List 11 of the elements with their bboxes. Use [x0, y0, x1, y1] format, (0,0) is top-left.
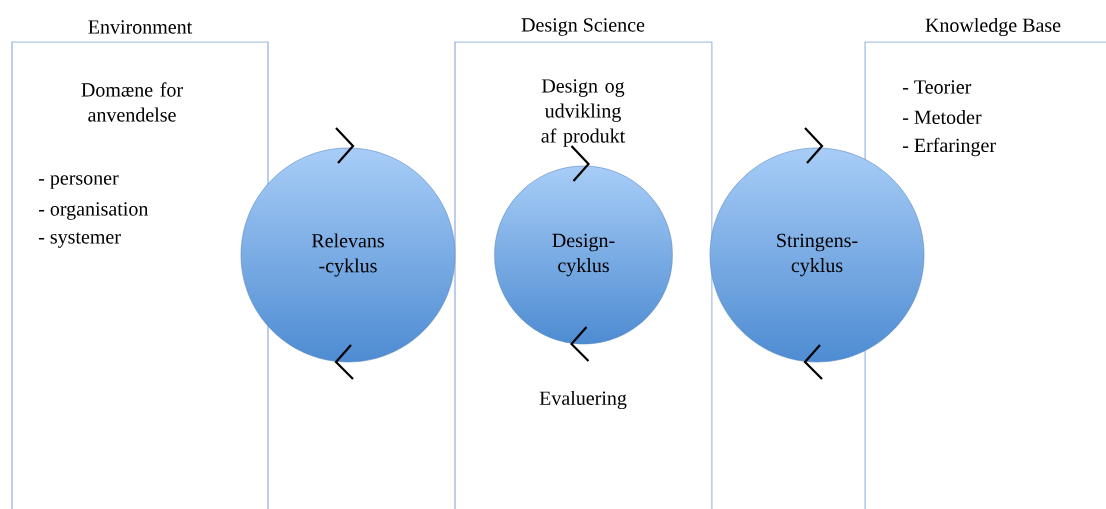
panel-text: - Metoder	[902, 109, 982, 125]
panel-text: - Teorier	[902, 80, 972, 94]
panel-heading: Knowledge Base	[925, 17, 1061, 37]
panel-text: - organisation	[38, 202, 149, 220]
panel-heading: Environment	[88, 20, 193, 34]
panel-text: Design og udvikling af produkt	[541, 79, 626, 147]
panel-text: Evaluering	[539, 390, 627, 410]
panel-heading: Design Science	[521, 18, 645, 36]
panel-text: - personer	[38, 175, 119, 189]
panel-text: - systemer	[38, 232, 121, 248]
panel-text: Domæne for anvendelse	[81, 82, 183, 122]
